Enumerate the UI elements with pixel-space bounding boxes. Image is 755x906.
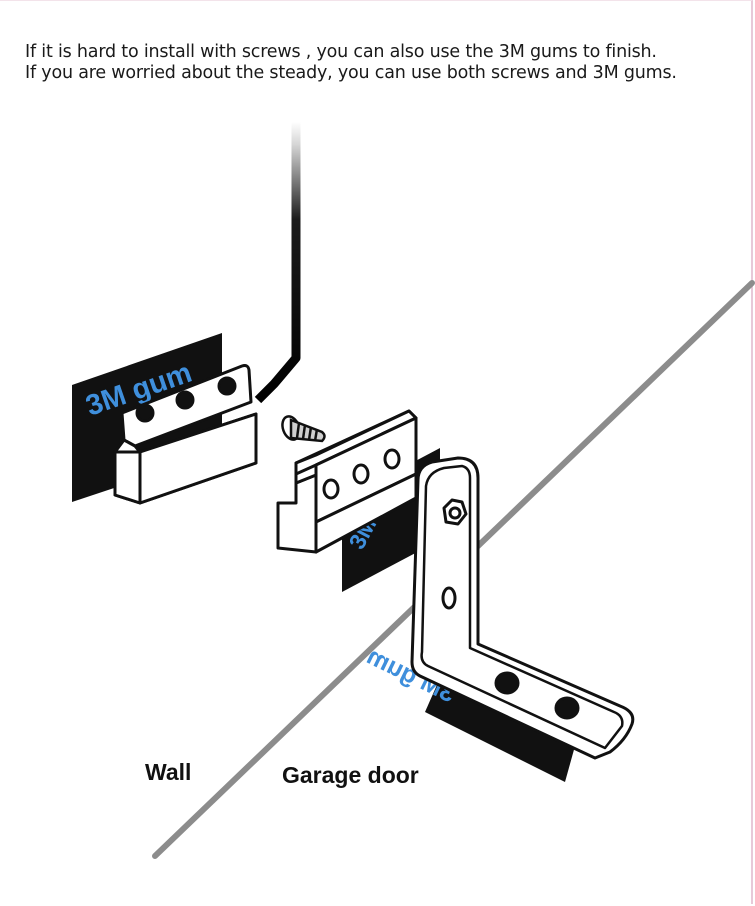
left-block-hole-2 xyxy=(175,390,195,410)
left-block-hole-1 xyxy=(135,403,155,423)
bracket-hole-lower-2 xyxy=(554,696,580,720)
left-block-hole-3 xyxy=(217,376,237,396)
left-sensor-block xyxy=(113,364,258,505)
instructions: If it is hard to install with screws , y… xyxy=(25,42,745,84)
screw xyxy=(281,415,326,443)
instruction-line-1: If it is hard to install with screws , y… xyxy=(25,42,657,62)
instruction-line-2: If you are worried about the steady, you… xyxy=(25,63,677,83)
wall-label: Wall xyxy=(145,759,192,785)
middle-magnet-block xyxy=(276,409,418,554)
middle-block-hole-2 xyxy=(352,463,370,485)
sensor-wire xyxy=(254,122,301,404)
bracket-hole-lower-1 xyxy=(494,671,520,695)
bracket-hole-upper xyxy=(441,586,457,610)
l-bracket xyxy=(410,456,635,760)
middle-block-hole-3 xyxy=(383,448,401,470)
middle-block-hole-1 xyxy=(322,478,340,500)
garage-door-label: Garage door xyxy=(282,762,419,788)
